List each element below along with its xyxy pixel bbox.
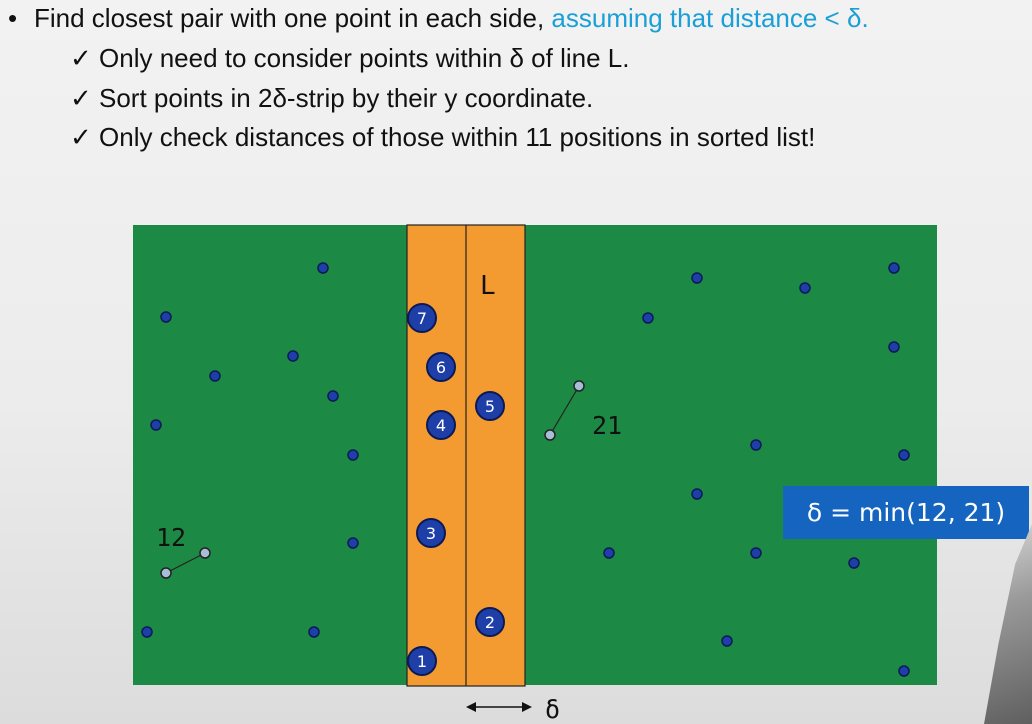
point [691, 488, 703, 500]
point [848, 557, 860, 569]
strip-point-1: 1 [407, 646, 437, 676]
line-l-label: L [480, 271, 496, 301]
point [721, 635, 733, 647]
strip-point-circle [407, 646, 437, 676]
bullet-marker: • [8, 3, 18, 33]
left-pair-point [199, 547, 211, 559]
right-pair-point [544, 429, 556, 441]
sub-bullet-sort-strip: ✓ Sort points in 2δ-strip by their y coo… [70, 83, 594, 113]
point [347, 449, 359, 461]
point [141, 626, 153, 638]
point [888, 341, 900, 353]
left-closest-pair: 12 [156, 523, 211, 579]
delta-arrow-right-head [522, 702, 532, 712]
strip-point-number: 3 [426, 524, 436, 543]
strip-point-number: 6 [436, 358, 446, 377]
strip-point-circle [475, 607, 505, 637]
strip-point-number: 1 [417, 652, 427, 671]
point [160, 311, 172, 323]
strip-point-3: 3 [416, 518, 446, 548]
strip-point-number: 7 [417, 309, 427, 328]
plane-region [133, 225, 937, 685]
point [799, 282, 811, 294]
right-pair-point [573, 380, 585, 392]
strip-point-2: 2 [475, 607, 505, 637]
strip-point-number: 5 [485, 397, 495, 416]
bullet-main: • Find closest pair with one point in eac… [8, 3, 869, 34]
left-pair-segment [165, 552, 206, 574]
sub-bullet-check-eleven: ✓ Only check distances of those within 1… [70, 122, 816, 152]
point [750, 547, 762, 559]
point [287, 350, 299, 362]
strip-point-circle [426, 352, 456, 382]
strip-point-5: 5 [475, 391, 505, 421]
sub-bullet-within-delta: ✓ Only need to consider points within δ … [70, 43, 630, 73]
right-pair-distance-label: 21 [592, 411, 622, 440]
strip-point-4: 4 [426, 410, 456, 440]
delta-arrow-left-head [466, 702, 476, 712]
strip-point-circle [426, 410, 456, 440]
point [317, 262, 329, 274]
bullet-main-highlight: assuming that distance < δ. [551, 3, 869, 33]
delta-formula-box: δ = min(12, 21) [783, 486, 1029, 539]
strip-point-6: 6 [426, 352, 456, 382]
delta-width-arrow: δ [466, 695, 560, 724]
bullet-main-text: Find closest pair with one point in each… [34, 3, 552, 33]
point [327, 390, 339, 402]
point [347, 537, 359, 549]
left-pair-distance-label: 12 [156, 523, 186, 552]
strip-point-number: 2 [485, 613, 495, 632]
point [898, 449, 910, 461]
point [888, 262, 900, 274]
point [150, 419, 162, 431]
strip-point-circle [416, 518, 446, 548]
point [691, 272, 703, 284]
left-pair-point [160, 567, 172, 579]
strip-point-number: 4 [436, 416, 446, 435]
left-points [141, 262, 359, 638]
point [898, 665, 910, 677]
point [642, 312, 654, 324]
delta-formula-text: δ = min(12, 21) [806, 498, 1006, 527]
delta-arrow-label: δ [545, 695, 560, 724]
strip-points: 1 2 3 4 5 6 7 [407, 303, 505, 676]
right-pair-segment [549, 385, 580, 436]
point [209, 370, 221, 382]
point [308, 626, 320, 638]
point [750, 439, 762, 451]
strip-point-circle [407, 303, 437, 333]
point [603, 547, 615, 559]
right-closest-pair: 21 [544, 380, 622, 441]
right-points [603, 262, 910, 677]
strip-point-7: 7 [407, 303, 437, 333]
strip-point-circle [475, 391, 505, 421]
